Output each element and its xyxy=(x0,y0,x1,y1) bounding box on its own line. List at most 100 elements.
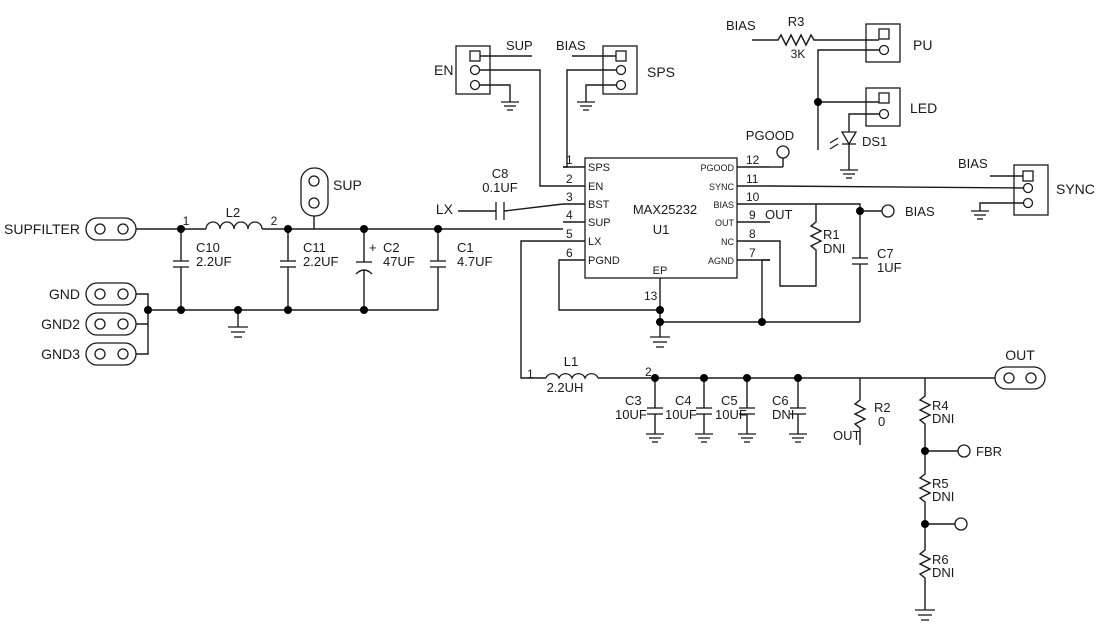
c6-value: DNI xyxy=(772,407,794,422)
pgood-testpoint[interactable] xyxy=(776,145,790,159)
sync-header[interactable] xyxy=(1013,164,1049,216)
ground-symbol-divider xyxy=(915,609,935,621)
c7-value: 1UF xyxy=(877,260,902,275)
gnd-terminal[interactable] xyxy=(85,282,137,306)
pin9-net-out: OUT xyxy=(765,207,793,222)
pin-num-2: 2 xyxy=(566,172,573,186)
pin-num-4: 4 xyxy=(566,208,573,222)
pin-num-3: 3 xyxy=(566,190,573,204)
led-ds1 xyxy=(829,131,858,170)
fbr-testpoint[interactable] xyxy=(957,444,971,458)
r4-value: DNI xyxy=(932,411,954,426)
ic-u1-body xyxy=(584,157,738,279)
junction-dots xyxy=(144,98,929,528)
pin-name-agnd: AGND xyxy=(708,256,735,266)
r4-ref: R4 xyxy=(932,398,949,413)
supfilter-label: SUPFILTER xyxy=(4,221,80,237)
l1-node-2: 2 xyxy=(645,365,652,379)
pin-num-5: 5 xyxy=(566,227,573,241)
pu-header[interactable] xyxy=(865,23,901,63)
l1-node-1: 1 xyxy=(527,367,534,381)
c4-value: 10UF xyxy=(665,407,697,422)
en-header-label: EN xyxy=(434,62,453,78)
r2-ref: R2 xyxy=(874,400,891,415)
ic-part-number: MAX25232 xyxy=(633,202,697,217)
gnd2-label: GND2 xyxy=(41,316,80,332)
ic-left-pin-stubs xyxy=(563,166,585,261)
c8-ref: C8 xyxy=(492,166,509,181)
r5-ref: R5 xyxy=(932,476,949,491)
resistor-r1 xyxy=(770,204,823,287)
sup-testpoint[interactable] xyxy=(300,167,329,217)
wire-c8 xyxy=(458,203,564,212)
capacitor-c5 xyxy=(738,378,756,443)
out-terminal[interactable] xyxy=(994,366,1046,390)
c2-polarity: + xyxy=(369,240,377,255)
wire-bias xyxy=(770,203,861,258)
c4-ref: C4 xyxy=(675,393,692,408)
ic-ref: U1 xyxy=(653,222,670,237)
capacitor-c6 xyxy=(789,378,807,443)
c10-ref: C10 xyxy=(196,240,220,255)
supfilter-terminal[interactable] xyxy=(85,217,137,241)
resistor-r3 xyxy=(752,33,879,47)
fb-testpoint[interactable] xyxy=(954,517,968,531)
pgood-label: PGOOD xyxy=(746,128,794,143)
pin-num-9: 9 xyxy=(749,208,756,222)
c2-ref: C2 xyxy=(383,240,400,255)
c1-ref: C1 xyxy=(457,240,474,255)
bias-testpoint[interactable] xyxy=(881,204,895,218)
capacitor-c10 xyxy=(173,229,189,310)
pin-num-6: 6 xyxy=(566,246,573,260)
ds1-ref: DS1 xyxy=(862,134,887,149)
pin-num-13: 13 xyxy=(644,289,658,303)
capacitor-c3 xyxy=(646,378,664,443)
pin-name-pgood: PGOOD xyxy=(700,163,734,173)
c2-value: 47UF xyxy=(383,254,415,269)
ic-right-pin-stubs xyxy=(737,166,770,261)
wire-agnd xyxy=(761,259,770,322)
ground-symbol-sync xyxy=(971,210,989,220)
r3-ref: R3 xyxy=(788,14,805,29)
en-sup-label: SUP xyxy=(506,38,533,53)
c8-value: 0.1UF xyxy=(482,180,517,195)
lx-net-label: LX xyxy=(436,201,454,217)
pin-name-bias: BIAS xyxy=(713,200,734,210)
inductor-l1 xyxy=(545,372,599,380)
pin-name-nc: NC xyxy=(721,237,734,247)
pin-name-en: EN xyxy=(588,181,603,193)
ground-symbol-led xyxy=(840,169,858,179)
sync-bias-label: BIAS xyxy=(958,156,988,171)
c5-value: 10UF xyxy=(715,407,747,422)
wire-sync xyxy=(769,175,1024,211)
capacitor-c4 xyxy=(695,378,713,443)
ground-symbol-sps xyxy=(577,101,595,111)
gnd3-terminal[interactable] xyxy=(85,342,137,366)
c11-ref: C11 xyxy=(303,240,326,255)
resistor-divider-r4-r5-r6 xyxy=(918,378,932,610)
led-header-label: LED xyxy=(910,100,937,116)
wire-led xyxy=(818,101,879,132)
led-header[interactable] xyxy=(865,87,901,127)
pu-header-label: PU xyxy=(913,37,932,53)
c7-ref: C7 xyxy=(877,246,894,261)
wire-pgnd xyxy=(558,259,660,311)
r3-bias-label: BIAS xyxy=(726,18,756,33)
r6-ref: R6 xyxy=(932,552,949,567)
sync-header-label: SYNC xyxy=(1056,181,1095,197)
r2-out-label: OUT xyxy=(833,428,861,443)
pin-num-10: 10 xyxy=(746,190,760,204)
r1-value: DNI xyxy=(823,241,845,256)
resistor-r2 xyxy=(853,378,867,445)
capacitor-c2 xyxy=(355,229,373,310)
ground-symbol xyxy=(228,310,248,338)
r6-value: DNI xyxy=(932,565,954,580)
pin-name-sps: SPS xyxy=(588,162,610,174)
inductor-l2 xyxy=(205,221,263,230)
wire-en-header xyxy=(480,55,563,187)
gnd2-terminal[interactable] xyxy=(85,312,137,336)
ground-symbol-en xyxy=(501,101,519,111)
c3-ref: C3 xyxy=(625,393,642,408)
r3-value: 3K xyxy=(791,47,806,61)
